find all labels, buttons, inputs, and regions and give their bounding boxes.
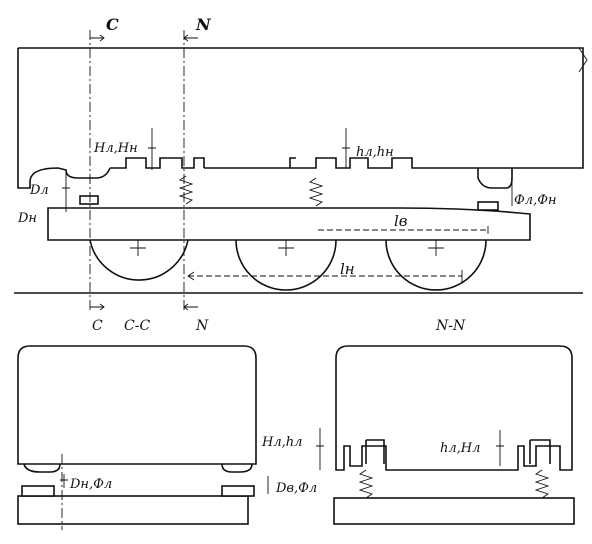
wheel-right [385, 239, 487, 291]
section-cc-bearer-left [21, 485, 55, 497]
car-body [17, 47, 584, 189]
elevation-view: C N Hл,Hн hл,hн Dл Dн Фл,Фн lв lн C C-C … [14, 15, 588, 334]
label-section-c-bottom: C [92, 318, 103, 334]
spring-middle [308, 177, 324, 207]
section-nn-view: N-N Hл,hл hл,Hл [261, 318, 575, 525]
section-nn-bolster [333, 497, 575, 525]
label-dn: Dн [17, 211, 37, 226]
section-nn-dim-left [316, 428, 324, 470]
dim-gap-left [148, 128, 156, 170]
section-cc-label-left: Dн,Фл [69, 477, 112, 492]
dim-l-n-arrows [187, 270, 463, 282]
section-nn-spring-left [358, 469, 374, 499]
label-section-cc: C-C [124, 318, 150, 334]
section-nn-title: N-N [435, 318, 466, 334]
label-section-c-top: C [106, 15, 119, 34]
section-nn-dim-right [496, 430, 504, 466]
label-gap-mid: hл,hн [356, 145, 394, 160]
side-bearer-right [477, 201, 499, 211]
label-l-n: lн [340, 260, 355, 278]
bogie-frame [47, 207, 531, 241]
label-l-b: lв [394, 212, 408, 230]
wheel-middle [235, 239, 337, 291]
section-c-arrow-top [90, 34, 105, 42]
section-n-arrow-bottom [183, 303, 198, 311]
section-nn-spring-heads [365, 439, 551, 464]
section-c-arrow-bottom [90, 303, 105, 311]
label-section-n-bottom: N [195, 318, 209, 334]
label-phi: Фл,Фн [514, 193, 557, 208]
section-cc-body [17, 345, 257, 465]
section-cc-dim-left [60, 474, 68, 488]
wheel-centres [130, 240, 444, 256]
dim-gap-bearer-left [62, 172, 70, 212]
section-nn-body [335, 345, 573, 471]
section-nn-label-left: Hл,hл [261, 435, 302, 450]
section-cc-view: Dн,Фл Dв,Фл [17, 345, 317, 530]
label-dl: Dл [29, 183, 49, 198]
section-nn-spring-right [534, 469, 550, 499]
dim-gap-mid [342, 128, 350, 168]
section-cc-bearer-right [221, 485, 255, 497]
section-n-arrow-top [183, 34, 198, 42]
label-section-n-top: N [195, 15, 212, 34]
wheel-left [89, 239, 189, 281]
spring-left [178, 175, 194, 205]
side-bearer-left [79, 195, 99, 205]
label-gap-left: Hл,Hн [93, 141, 138, 156]
section-cc-pads [23, 463, 253, 473]
section-cc-bolster [17, 495, 249, 525]
body-break [578, 47, 588, 73]
section-nn-label-right: hл,Hл [440, 441, 480, 456]
section-cc-label-right: Dв,Фл [275, 481, 317, 496]
